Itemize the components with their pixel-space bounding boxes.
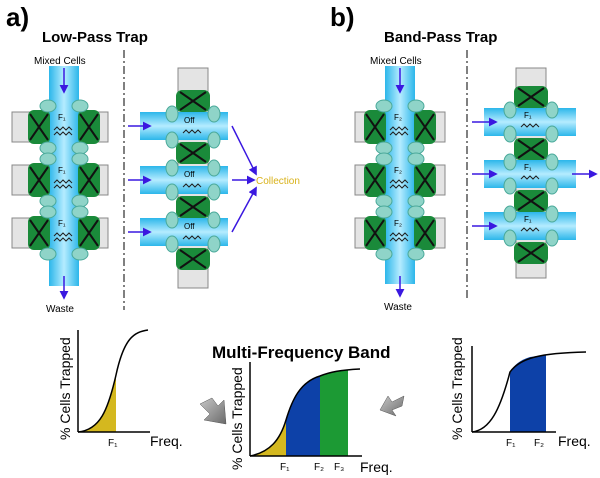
panel-a-output-label: Waste [46,304,74,315]
ylabel-left: % Cells Trapped [57,337,73,440]
trap-label: F₂ [394,113,402,122]
trap-label: F₁ [58,166,66,175]
panel-b-letter: b) [330,2,355,32]
multi-frequency-title: Multi-Frequency Band [212,343,391,362]
tick-right-f1: F₁ [506,438,516,449]
release-label: F₁ [524,215,532,224]
off-label: Off [184,170,195,179]
xlabel-mid: Freq. [360,459,393,475]
xlabel-left: Freq. [150,433,183,449]
panel-a-title: Low-Pass Trap [42,29,148,46]
tick-right-f2: F₂ [534,438,544,449]
ylabel-mid: % Cells Trapped [229,367,245,470]
trap-label: F₁ [58,219,66,228]
panel-a-right-device: Off Off Off Collection [128,67,300,289]
release-label: F₁ [524,111,532,120]
panel-b-right-device: F₁ F₁ F₁ [472,67,598,279]
tick-mid-f3: F₃ [334,462,344,473]
plot-multi-band: % Cells Trapped Freq. F₁ F₂ F₃ [229,362,393,475]
trap-label: F₂ [394,219,402,228]
panel-b-input-label: Mixed Cells [370,56,422,67]
collection-label: Collection [256,176,300,187]
panel-b-title: Band-Pass Trap [384,29,497,46]
panel-b-output-label: Waste [384,302,412,313]
tick-mid-f1: F₁ [280,462,290,473]
panel-a-input-label: Mixed Cells [34,56,86,67]
panel-a-left-device: F₁ F₁ F₁ Mixed Cells Waste [11,56,109,315]
electrode-group [28,110,100,250]
arrow-left-to-mid [199,397,227,425]
tick-left-f1: F₁ [108,438,118,449]
release-label: F₁ [524,163,532,172]
plot-low-pass: % Cells Trapped Freq. F₁ [57,329,183,449]
trap-label: F₁ [58,113,66,122]
trap-label: F₂ [394,166,402,175]
panel-b-left-device: F₂ F₂ F₂ Mixed Cells Waste [354,56,446,313]
off-label: Off [184,116,195,125]
ylabel-right: % Cells Trapped [449,337,465,440]
tick-mid-f2: F₂ [314,462,324,473]
panel-a-letter: a) [6,2,29,32]
arrow-right-to-mid [379,395,405,417]
off-label: Off [184,222,195,231]
xlabel-right: Freq. [558,433,591,449]
plot-band-pass: % Cells Trapped Freq. F₁ F₂ [449,337,591,449]
